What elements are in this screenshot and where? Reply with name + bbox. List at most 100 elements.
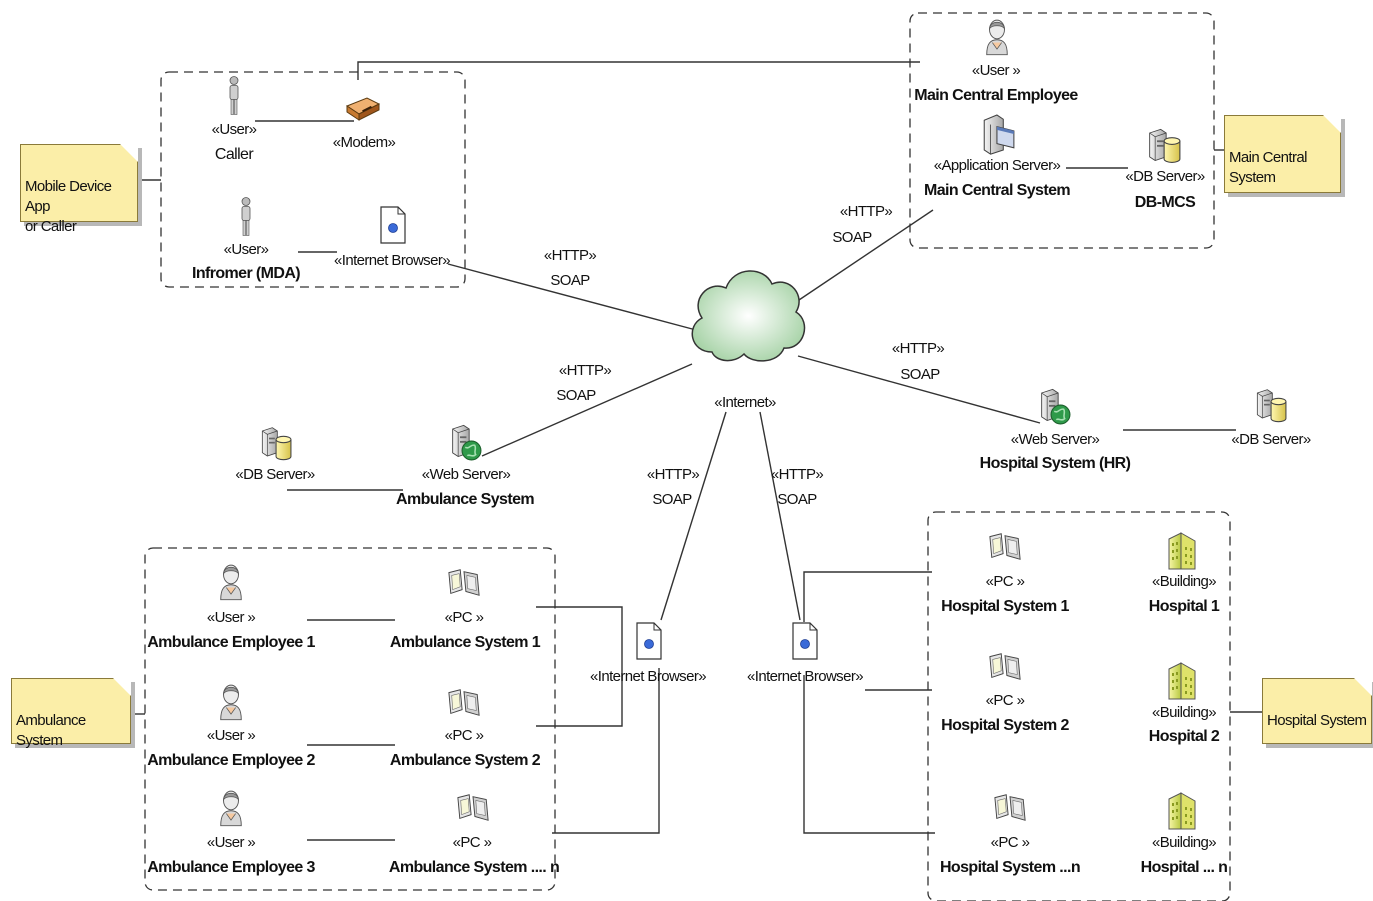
link-modem-central <box>357 61 920 80</box>
app-server-name: Main Central System <box>924 182 1071 199</box>
caller-browser-stereotype: «Internet Browser» <box>334 252 451 269</box>
proto-http-amb-browser: «HTTP» <box>646 466 700 483</box>
amb-pc2-name: Ambulance System 2 <box>389 752 541 769</box>
hosp-pc2-stereotype: «PC » <box>985 692 1025 709</box>
hosp-browser-stereotype: «Internet Browser» <box>747 668 864 685</box>
central-db-cylinder-icon <box>1163 137 1181 163</box>
link-hosp-browser-pc3 <box>803 675 935 834</box>
amb-pc1-name: Ambulance System 1 <box>389 634 541 651</box>
amb-db-cylinder-icon <box>275 435 292 461</box>
amb-web-name: Ambulance System <box>395 491 535 508</box>
proto-http-central: «HTTP» <box>839 203 893 220</box>
amb-pc1-icon <box>448 569 480 596</box>
proto-soap-central: SOAP <box>832 229 872 246</box>
proto-http-hosp-browser: «HTTP» <box>770 466 824 483</box>
link-internet-hospital-web <box>797 355 1041 424</box>
hosp-building3-name: Hospital ... n <box>1140 859 1228 876</box>
hosp-pc1-name: Hospital System 1 <box>941 598 1069 615</box>
hosp-db-cylinder-icon <box>1270 397 1287 423</box>
note-main-central: Main Central System <box>1224 115 1341 193</box>
informer-actor-icon <box>241 197 251 236</box>
hosp-globe-icon <box>1050 404 1071 425</box>
caller-name: Caller <box>214 146 254 163</box>
app-server-icon <box>983 114 1015 155</box>
link-internet-amb-browser <box>660 411 727 621</box>
hosp-web-stereotype: «Web Server» <box>1010 431 1100 448</box>
amb-employee1-stereotype: «User » <box>206 609 256 626</box>
internet-stereotype: «Internet» <box>714 394 776 411</box>
informer-name: Infromer (MDA) <box>191 265 301 282</box>
amb-db-stereotype: «DB Server» <box>235 466 315 483</box>
amb-employee2-user-icon <box>220 684 242 721</box>
hosp-building2-stereotype: «Building» <box>1151 704 1217 721</box>
central-employee-stereotype: «User » <box>971 62 1021 79</box>
internet-cloud-icon <box>691 270 806 362</box>
amb-pc3-icon <box>457 794 489 821</box>
amb-db-server-icon <box>261 427 278 457</box>
proto-soap-ambulance-web: SOAP <box>556 387 596 404</box>
link-hosp-browser-pc1 <box>803 571 932 622</box>
hosp-web-name: Hospital System (HR) <box>979 455 1131 472</box>
amb-employee3-user-icon <box>220 790 242 827</box>
hosp-browser-doc-icon <box>792 622 818 660</box>
hosp-building1-icon <box>1168 532 1196 570</box>
proto-http-caller: «HTTP» <box>543 247 597 264</box>
hosp-pc2-name: Hospital System 2 <box>941 717 1069 734</box>
hosp-db-server-icon <box>1256 389 1273 419</box>
amb-pc3-stereotype: «PC » <box>452 834 492 851</box>
central-employee-user-icon <box>986 19 1008 56</box>
amb-employee1-name: Ambulance Employee 1 <box>147 634 315 651</box>
link-amb-pc3-browser <box>552 668 660 834</box>
central-db-stereotype: «DB Server» <box>1125 168 1205 185</box>
amb-employee2-name: Ambulance Employee 2 <box>147 752 315 769</box>
link-amb-pcs-browser <box>536 606 623 727</box>
informer-stereotype: «User» <box>223 241 269 258</box>
amb-pc3-name: Ambulance System .... n <box>388 859 560 876</box>
amb-browser-stereotype: «Internet Browser» <box>590 668 707 685</box>
link-caller-browser-internet <box>447 263 697 331</box>
caller-package <box>160 71 466 288</box>
hosp-pc3-icon <box>994 794 1026 821</box>
modem-icon <box>346 97 380 121</box>
proto-http-hospital-web: «HTTP» <box>891 340 945 357</box>
link-internet-hosp-browser <box>759 411 801 621</box>
amb-pc2-icon <box>448 689 480 716</box>
hosp-pc1-stereotype: «PC » <box>985 573 1025 590</box>
hosp-pc2-icon <box>989 653 1021 680</box>
modem-stereotype: «Modem» <box>332 134 396 151</box>
proto-http-ambulance-web: «HTTP» <box>558 362 612 379</box>
amb-web-stereotype: «Web Server» <box>421 466 511 483</box>
proto-soap-caller: SOAP <box>550 272 590 289</box>
hosp-building1-name: Hospital 1 <box>1148 598 1220 615</box>
hosp-building2-name: Hospital 2 <box>1148 728 1220 745</box>
note-hospital-system: Hospital System <box>1262 678 1372 744</box>
amb-pc2-stereotype: «PC » <box>444 727 484 744</box>
hosp-pc3-stereotype: «PC » <box>990 834 1030 851</box>
ambulance-package <box>144 547 556 891</box>
proto-soap-hosp-browser: SOAP <box>777 491 817 508</box>
proto-soap-hospital-web: SOAP <box>900 366 940 383</box>
hosp-building1-stereotype: «Building» <box>1151 573 1217 590</box>
caller-browser-doc-icon <box>380 206 406 244</box>
amb-employee1-user-icon <box>220 564 242 601</box>
central-db-name: DB-MCS <box>1134 194 1196 211</box>
central-employee-name: Main Central Employee <box>914 87 1078 104</box>
hosp-building2-icon <box>1168 662 1196 700</box>
hosp-pc3-name: Hospital System ...n <box>939 859 1081 876</box>
amb-browser-doc-icon <box>636 622 662 660</box>
hosp-building3-stereotype: «Building» <box>1151 834 1217 851</box>
central-package <box>909 12 1215 249</box>
hosp-db-stereotype: «DB Server» <box>1231 431 1311 448</box>
link-internet-ambulance-web <box>481 363 693 457</box>
app-server-stereotype: «Application Server» <box>933 157 1061 174</box>
amb-employee3-name: Ambulance Employee 3 <box>147 859 315 876</box>
note-mobile-app: Mobile Device App or Caller <box>20 144 138 235</box>
hosp-building3-icon <box>1168 792 1196 830</box>
note-ambulance-system: Ambulance System <box>11 678 131 749</box>
hospital-package <box>927 511 1231 901</box>
hosp-pc1-icon <box>989 533 1021 560</box>
proto-soap-amb-browser: SOAP <box>652 491 692 508</box>
amb-employee3-stereotype: «User » <box>206 834 256 851</box>
amb-employee2-stereotype: «User » <box>206 727 256 744</box>
